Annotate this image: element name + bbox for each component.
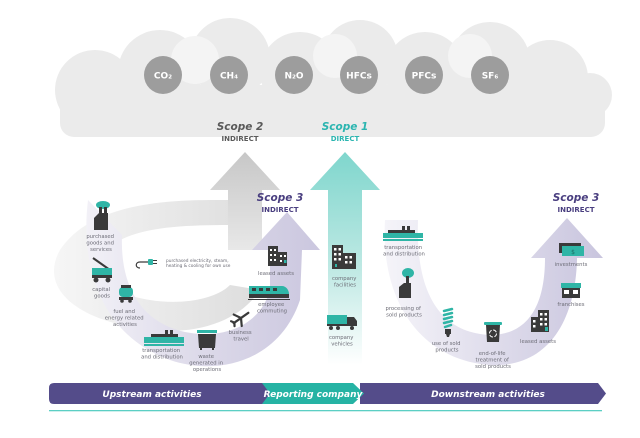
- recycle-bin-icon: [484, 322, 502, 342]
- label-downstream-transportation: transportation and distribution: [383, 245, 425, 258]
- scope2-title: Scope 2: [217, 121, 264, 133]
- scope3-downstream-title: Scope 3: [553, 192, 600, 204]
- upstream-building-icon: [268, 246, 287, 266]
- scope3-upstream-title: Scope 3: [257, 192, 304, 204]
- scope3-upstream-subtitle: INDIRECT: [262, 206, 299, 214]
- franchise-store-icon: [561, 283, 581, 298]
- company-facilities-icon: [332, 245, 356, 269]
- gas-circle-shape: [471, 56, 509, 94]
- gas-circle-shape: [210, 56, 248, 94]
- fuel-tanker-icon: [119, 285, 133, 303]
- gas-label: CO₂: [154, 72, 172, 82]
- investments-money-icon: $: [559, 243, 584, 256]
- label-use-of-sold-products: use of sold products: [432, 341, 462, 354]
- label-purchased-goods: purchased goods and services: [86, 234, 115, 253]
- cargo-ship-icon: [144, 330, 184, 346]
- label-processing: processing of sold products: [385, 306, 422, 319]
- upstream-segment: [49, 383, 270, 404]
- scope2-label: Scope 2 INDIRECT: [217, 121, 264, 143]
- label-upstream-transportation: transportation and distribution: [141, 348, 183, 361]
- downstream-segment: [360, 383, 606, 404]
- gas-circle-shape: [405, 56, 443, 94]
- light-bulb-icon: [442, 307, 454, 337]
- gas-circle-shape: [144, 56, 182, 94]
- gas-label: CH₄: [220, 72, 238, 82]
- label-purchased-electricity: purchased electricity, steam, heating & …: [166, 258, 231, 269]
- label-company-vehicles: company vehicles: [329, 335, 355, 348]
- gas-circle: CO₂: [144, 56, 182, 94]
- label-company-facilities: company facilities: [332, 276, 358, 289]
- processing-factory-icon: [399, 268, 414, 298]
- crane-truck-icon: [92, 257, 112, 283]
- gas-label: SF₆: [482, 72, 499, 82]
- gas-label: N₂O: [284, 72, 303, 82]
- gas-circle: HFCs: [340, 56, 378, 94]
- company-truck-icon: [327, 315, 357, 330]
- label-franchises: franchises: [557, 302, 584, 308]
- bar-underline: [49, 410, 602, 412]
- reporting-company-label: Reporting company: [264, 390, 364, 400]
- scope2-subtitle: INDIRECT: [222, 135, 259, 143]
- airplane-icon: [229, 311, 250, 328]
- downstream-activities-label: Downstream activities: [431, 390, 545, 400]
- scope1-subtitle: DIRECT: [331, 135, 360, 143]
- svg-text:$: $: [571, 249, 575, 256]
- upstream-activities-label: Upstream activities: [102, 390, 202, 400]
- gas-circles: CO₂ CH₄ N₂O HFCs PFCs SF₆: [144, 56, 509, 94]
- value-chain-bar: Upstream activities Reporting company Do…: [49, 383, 606, 412]
- gas-label: PFCs: [412, 72, 437, 82]
- gas-circle: CH₄: [210, 56, 248, 94]
- label-investments: investments: [555, 262, 588, 268]
- downstream-ship-icon: [383, 226, 423, 241]
- electric-plug-icon: [135, 259, 157, 269]
- train-icon: [248, 286, 290, 300]
- label-downstream-leased-assets: leased assets: [520, 339, 556, 345]
- label-waste: waste generated in operations: [189, 354, 225, 373]
- scope2-arrow: [210, 152, 280, 250]
- gas-circle-shape: [340, 56, 378, 94]
- scope3-downstream-subtitle: INDIRECT: [558, 206, 595, 214]
- reporting-company-segment: [262, 383, 364, 404]
- label-upstream-leased-assets: leased assets: [258, 271, 294, 277]
- gas-circle: PFCs: [405, 56, 443, 94]
- scope1-title: Scope 1: [322, 121, 369, 133]
- label-fuel-energy: fuel and energy related activities: [105, 309, 146, 328]
- scope3-upstream-arc: [86, 200, 320, 367]
- scope3-upstream-label: Scope 3 INDIRECT: [257, 192, 304, 214]
- gas-label: HFCs: [346, 72, 372, 82]
- label-business-travel: business travel: [229, 330, 254, 343]
- scope3-downstream-label: Scope 3 INDIRECT: [553, 192, 600, 214]
- waste-bin-icon: [197, 330, 217, 350]
- gas-circle: N₂O: [275, 56, 313, 94]
- downstream-building-icon: [531, 310, 549, 332]
- label-capital-goods: capital goods: [92, 287, 111, 300]
- label-employee-commuting: employee commuting: [257, 302, 287, 315]
- gas-circle: SF₆: [471, 56, 509, 94]
- factory-icon: [94, 201, 110, 230]
- label-end-of-life: end-of-life treatment of sold products: [475, 351, 511, 370]
- gas-circle-shape: [275, 56, 313, 94]
- scope1-label: Scope 1 DIRECT: [322, 121, 369, 143]
